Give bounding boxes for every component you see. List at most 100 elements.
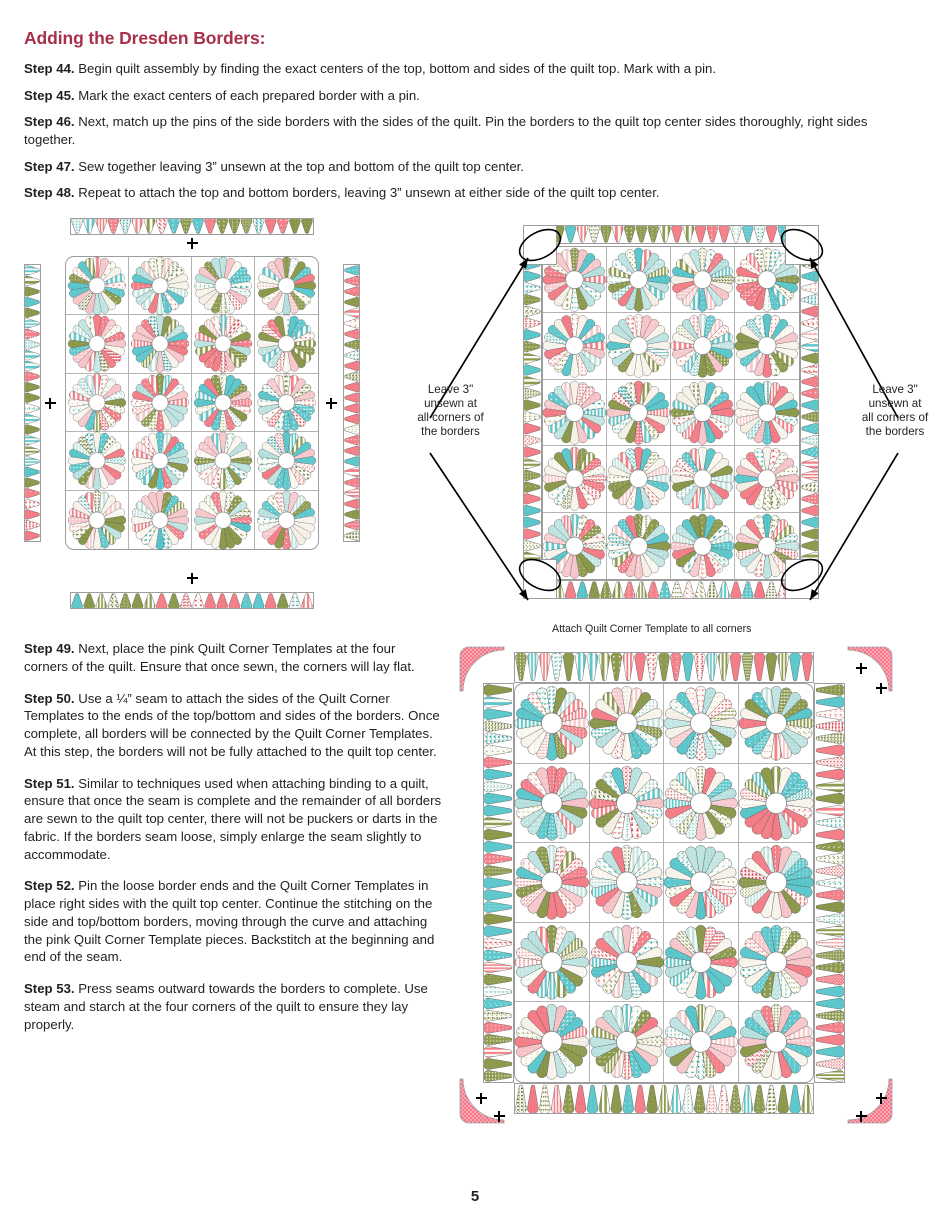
dresden-block [192, 490, 255, 550]
dresden-block [589, 763, 664, 844]
quilt-top-center [514, 683, 814, 1083]
step-47-label: Step 47. [24, 158, 75, 174]
border-strip-v [483, 683, 514, 1083]
step-51: Step 51. Similar to techniques used when… [24, 775, 442, 864]
dresden-block [606, 379, 671, 447]
dresden-block [255, 431, 318, 491]
quilt-top-center [65, 256, 319, 550]
dresden-block [734, 446, 800, 513]
dresden-block [738, 923, 814, 1003]
dresden-block [129, 315, 192, 374]
step-48: Step 48. Repeat to attach the top and bo… [24, 184, 909, 202]
unsewn-corner-gap-1 [523, 225, 557, 265]
anno-left-line-1: Leave 3" [427, 383, 474, 396]
dresden-block [589, 1002, 664, 1082]
step-49: Step 49. Next, place the pink Quilt Corn… [24, 640, 442, 676]
steps-lower-group: Step 49. Next, place the pink Quilt Corn… [24, 640, 442, 1047]
registration-plus-tr-a [856, 663, 867, 674]
registration-plus-right [326, 398, 337, 409]
annotation-leave-unsewn-right: Leave 3" unsewn at all corners of the bo… [842, 383, 948, 440]
dresden-block [542, 313, 607, 380]
dresden-block [129, 490, 192, 550]
dresden-block [66, 431, 129, 491]
step-51-label: Step 51. [24, 775, 75, 791]
registration-plus-left [45, 398, 56, 409]
step-48-text: Repeat to attach the top and bottom bord… [74, 185, 660, 201]
step-50: Step 50. Use a ¼” seam to attach the sid… [24, 690, 442, 761]
registration-plus-br-b [876, 1093, 887, 1104]
dresden-block [255, 315, 318, 374]
dresden-block [663, 1002, 739, 1082]
dresden-block [255, 490, 318, 550]
dresden-block [734, 313, 800, 380]
registration-plus-tr-b [876, 683, 887, 694]
dresden-block [192, 373, 255, 433]
border-strip-v [343, 264, 360, 542]
dresden-block [255, 373, 318, 433]
anno-right-line-2: unsewn at [868, 397, 922, 411]
dresden-block [542, 446, 607, 513]
dresden-block [663, 684, 739, 764]
step-44-text: Begin quilt assembly by finding the exac… [74, 61, 716, 76]
dresden-block [129, 373, 192, 433]
page-number: 5 [470, 1188, 480, 1205]
anno-left-line-3: all corners of [417, 411, 484, 425]
dresden-block [542, 247, 607, 314]
step-53-label: Step 53. [24, 981, 75, 996]
registration-plus-bl-a [494, 1111, 505, 1122]
unsewn-corner-gap-4 [785, 559, 819, 599]
step-46: Step 46. Next, match up the pins of the … [24, 113, 909, 148]
dresden-block [738, 684, 814, 764]
dresden-block [606, 512, 671, 579]
step-49-label: Step 49. [24, 641, 75, 656]
unsewn-corner-gap-3 [523, 559, 557, 599]
caption-attach-corner-template: Attach Quilt Corner Template to all corn… [552, 623, 752, 635]
dresden-block [734, 247, 800, 314]
step-47-text: Sew together leaving 3” unsewn at the to… [74, 158, 524, 174]
registration-plus-br-a [856, 1111, 867, 1122]
dresden-block [734, 513, 800, 579]
border-strip-h [70, 592, 314, 609]
dresden-block [129, 256, 192, 316]
border-strip-h [540, 580, 802, 599]
step-52-label: Step 52. [24, 878, 75, 894]
step-46-text: Next, match up the pins of the side bord… [24, 114, 868, 148]
step-45-label: Step 45. [24, 87, 75, 103]
dresden-block [192, 256, 255, 316]
dresden-block [514, 843, 590, 923]
dresden-block [66, 256, 129, 316]
dresden-block [514, 763, 590, 844]
quilt-corner-template-top-left [459, 646, 505, 692]
step-47: Step 47. Sew together leaving 3” unsewn … [24, 158, 909, 176]
dresden-block [514, 922, 590, 1003]
step-53-text: Press seams outward towards the borders … [24, 981, 428, 1032]
dresden-block [589, 684, 664, 764]
border-strip-h [514, 652, 814, 683]
step-52: Step 52. Pin the loose border ends and t… [24, 877, 442, 966]
step-45: Step 45. Mark the exact centers of each … [24, 87, 909, 105]
step-50-label: Step 50. [24, 690, 75, 706]
step-51-text: Similar to techniques used when attachin… [24, 775, 442, 862]
dresden-block [589, 922, 664, 1003]
annotation-leave-unsewn-left: Leave 3" unsewn at all corners of the bo… [398, 383, 503, 440]
dresden-block [670, 512, 735, 579]
anno-right-line-1: Leave 3" [872, 383, 918, 396]
dresden-block [663, 843, 739, 923]
dresden-block [542, 379, 607, 447]
dresden-block [670, 446, 735, 513]
dresden-block [738, 1002, 814, 1082]
dresden-block [589, 843, 664, 923]
border-strip-v [523, 246, 542, 576]
registration-plus-bottom [187, 573, 198, 584]
dresden-block [738, 764, 814, 844]
dresden-block [192, 431, 255, 491]
step-53: Step 53. Press seams outward towards the… [24, 980, 442, 1033]
anno-right-line-4: the borders [865, 425, 925, 439]
step-49-text: Next, place the pink Quilt Corner Templa… [24, 641, 415, 674]
anno-left-line-4: the borders [421, 425, 480, 439]
dresden-block [738, 843, 814, 923]
dresden-block [514, 684, 590, 764]
border-strip-v [24, 264, 41, 542]
dresden-block [606, 247, 671, 314]
dresden-block [663, 922, 739, 1003]
